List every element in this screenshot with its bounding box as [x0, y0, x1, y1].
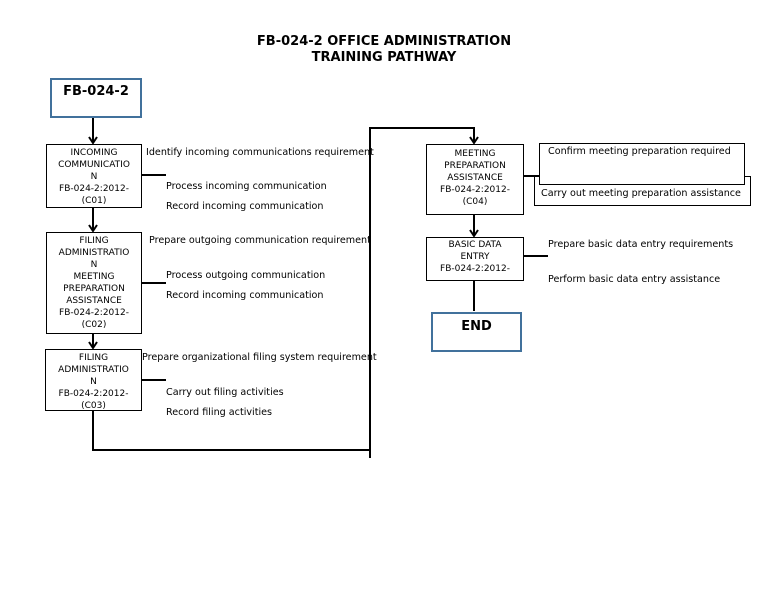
task-label: Record incoming communication: [166, 201, 324, 212]
unit-text: ADMINISTRATIO: [58, 248, 130, 258]
title-line-2: TRAINING PATHWAY: [311, 50, 457, 65]
arrowhead: [88, 224, 98, 233]
task-label: Record incoming communication: [166, 290, 324, 301]
arrowhead: [469, 229, 479, 238]
unit-text: N: [90, 260, 98, 270]
unit-text: FB-024-2:2012-: [440, 264, 510, 274]
unit-text: PREPARATION: [444, 161, 506, 171]
unit-text: ASSISTANCE: [447, 173, 503, 183]
task-label: Prepare outgoing communication requireme…: [149, 235, 371, 246]
arrowhead: [88, 136, 98, 145]
task-label: Confirm meeting preparation required: [548, 146, 731, 157]
connector: [92, 410, 370, 451]
task-label: Record filing activities: [166, 407, 273, 418]
unit-text: FILING: [78, 353, 109, 363]
task-label: Process outgoing communication: [166, 270, 326, 281]
unit-box-c02: FILING ADMINISTRATIO N MEETING PREPARATI…: [46, 232, 142, 334]
unit-text: (C02): [81, 320, 107, 330]
unit-text: ADMINISTRATIO: [58, 365, 129, 375]
unit-box-c05: BASIC DATA ENTRY FB-024-2:2012-: [426, 237, 524, 281]
task-label: Prepare organizational filing system req…: [142, 352, 377, 363]
start-node: FB-024-2: [50, 78, 142, 118]
unit-text: FB-024-2:2012-: [59, 184, 129, 194]
task-label: Identify incoming communications require…: [146, 147, 374, 158]
unit-text: MEETING: [454, 149, 496, 159]
task-label: Process incoming communication: [166, 181, 327, 192]
task-box-front: [539, 143, 745, 185]
connector: [369, 127, 475, 458]
unit-text: BASIC DATA: [448, 240, 502, 250]
unit-text: (C01): [81, 196, 107, 206]
unit-text: INCOMING: [70, 148, 118, 158]
unit-text: PREPARATION: [63, 284, 125, 294]
unit-text: FB-024-2:2012-: [59, 308, 129, 318]
task-label: Perform basic data entry assistance: [548, 274, 721, 285]
unit-box-c03: FILING ADMINISTRATIO N FB-024-2:2012- (C…: [45, 349, 142, 411]
unit-text: ENTRY: [460, 252, 490, 262]
arrowhead: [469, 136, 479, 145]
unit-box-c04: MEETING PREPARATION ASSISTANCE FB-024-2:…: [426, 144, 524, 215]
unit-text: FB-024-2:2012-: [440, 185, 510, 195]
unit-text: FILING: [79, 236, 109, 246]
end-node: END: [431, 312, 522, 352]
unit-text: COMMUNICATIO: [58, 160, 130, 170]
unit-text: FB-024-2:2012-: [58, 389, 129, 399]
task-label: Carry out meeting preparation assistance: [541, 188, 741, 199]
unit-box-c01: INCOMING COMMUNICATIO N FB-024-2:2012- (…: [46, 144, 142, 208]
unit-text: MEETING: [73, 272, 115, 282]
task-label: Carry out filing activities: [166, 387, 284, 398]
unit-text: N: [90, 377, 97, 387]
unit-text: (C03): [81, 401, 106, 411]
unit-text: N: [90, 172, 98, 182]
arrowhead: [88, 341, 98, 350]
unit-text: ASSISTANCE: [66, 296, 122, 306]
task-label: Prepare basic data entry requirements: [548, 239, 734, 250]
title-line-1: FB-024-2 OFFICE ADMINISTRATION: [256, 34, 512, 49]
unit-text: (C04): [462, 197, 488, 207]
